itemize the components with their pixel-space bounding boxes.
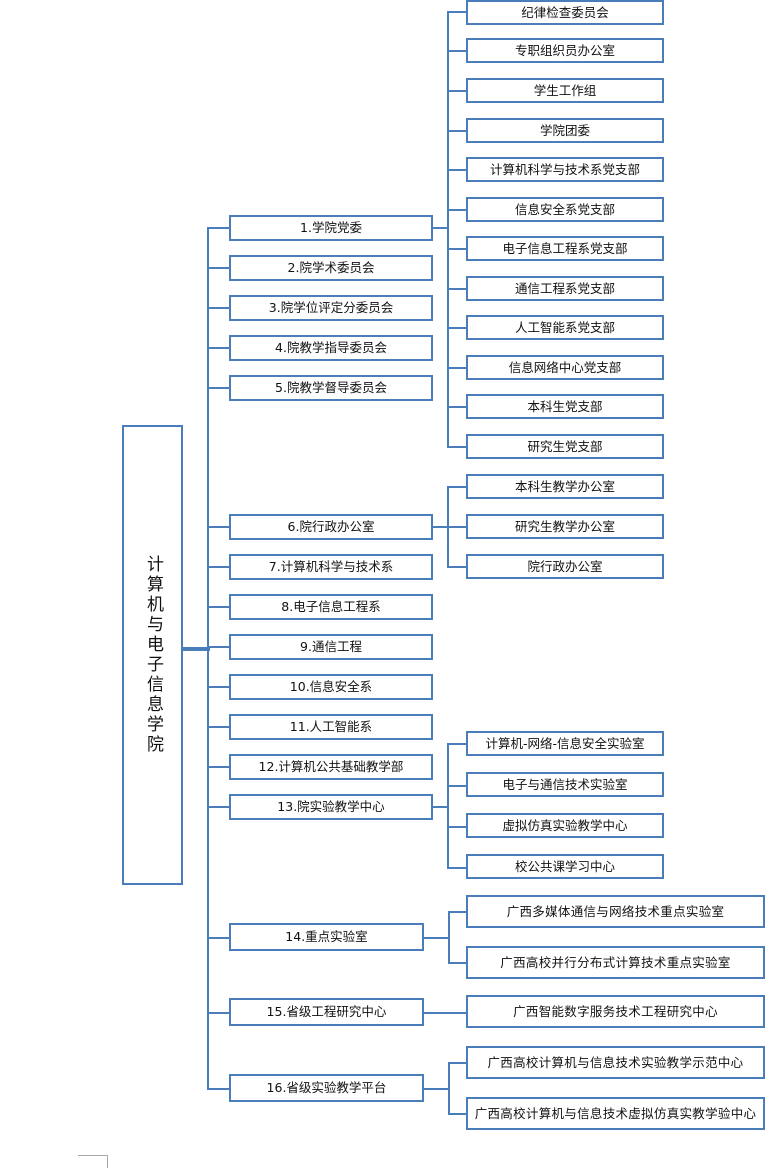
node-n13-child-1[interactable]: 计算机-网络-信息安全实验室 bbox=[466, 731, 664, 756]
connector-root-to-trunk bbox=[183, 647, 210, 651]
node-n16-child-1[interactable]: 广西高校计算机与信息技术实验教学示范中心 bbox=[466, 1046, 765, 1079]
connector-stub-n13 bbox=[207, 806, 230, 808]
connector-stub-n6c2 bbox=[447, 526, 467, 528]
node-n1-child-9[interactable]: 人工智能系党支部 bbox=[466, 315, 664, 340]
connector-stub-n6 bbox=[207, 526, 230, 528]
connector-stub-n1c3 bbox=[447, 90, 467, 92]
connector-stub-n16c2 bbox=[448, 1113, 467, 1115]
node-n6-child-3[interactable]: 院行政办公室 bbox=[466, 554, 664, 579]
connector-branch-n16 bbox=[448, 1062, 450, 1114]
connector-stub-n1c4 bbox=[447, 130, 467, 132]
node-n7[interactable]: 7.计算机科学与技术系 bbox=[229, 554, 433, 580]
connector-stub-n1c7 bbox=[447, 248, 467, 250]
node-n14-child-2[interactable]: 广西高校并行分布式计算技术重点实验室 bbox=[466, 946, 765, 979]
connector-trunk-level2 bbox=[207, 228, 209, 1090]
connector-stub-n6c1 bbox=[447, 486, 467, 488]
connector-stub-n1c6 bbox=[447, 209, 467, 211]
connector-n15-to-branch bbox=[424, 1012, 467, 1014]
connector-stub-n1c10 bbox=[447, 367, 467, 369]
connector-stub-n13c3 bbox=[447, 826, 467, 828]
connector-branch-n13 bbox=[447, 743, 449, 867]
connector-stub-n1c5 bbox=[447, 169, 467, 171]
connector-stub-n13c4 bbox=[447, 867, 467, 869]
node-n1-child-3[interactable]: 学生工作组 bbox=[466, 78, 664, 103]
root-node[interactable]: 计算机与电子信息学院 bbox=[122, 425, 183, 885]
connector-stub-n13c2 bbox=[447, 785, 467, 787]
connector-stub-n3 bbox=[207, 307, 230, 309]
connector-stub-n14c2 bbox=[448, 962, 467, 964]
connector-n6-to-branch bbox=[433, 526, 449, 528]
connector-stub-n12 bbox=[207, 766, 230, 768]
node-n15-child-1[interactable]: 广西智能数字服务技术工程研究中心 bbox=[466, 995, 765, 1028]
node-n1-child-10[interactable]: 信息网络中心党支部 bbox=[466, 355, 664, 380]
connector-stub-n16 bbox=[207, 1088, 230, 1090]
node-n1-child-7[interactable]: 电子信息工程系党支部 bbox=[466, 236, 664, 261]
page-corner-artifact bbox=[78, 1155, 108, 1168]
node-n1[interactable]: 1.学院党委 bbox=[229, 215, 433, 241]
node-n6[interactable]: 6.院行政办公室 bbox=[229, 514, 433, 540]
connector-stub-n8 bbox=[207, 606, 230, 608]
node-n13-child-3[interactable]: 虚拟仿真实验教学中心 bbox=[466, 813, 664, 838]
connector-stub-n14 bbox=[207, 937, 230, 939]
node-n2[interactable]: 2.院学术委员会 bbox=[229, 255, 433, 281]
node-n1-child-1[interactable]: 纪律检查委员会 bbox=[466, 0, 664, 25]
connector-stub-n6c3 bbox=[447, 566, 467, 568]
connector-stub-n4 bbox=[207, 347, 230, 349]
connector-n1-to-branch bbox=[433, 227, 449, 229]
node-n3[interactable]: 3.院学位评定分委员会 bbox=[229, 295, 433, 321]
connector-stub-n1c11 bbox=[447, 406, 467, 408]
connector-stub-n9 bbox=[207, 646, 230, 648]
connector-stub-n15 bbox=[207, 1012, 230, 1014]
node-n1-child-2[interactable]: 专职组织员办公室 bbox=[466, 38, 664, 63]
node-n1-child-11[interactable]: 本科生党支部 bbox=[466, 394, 664, 419]
node-n1-child-8[interactable]: 通信工程系党支部 bbox=[466, 276, 664, 301]
connector-stub-n14c1 bbox=[448, 911, 467, 913]
node-n13-child-2[interactable]: 电子与通信技术实验室 bbox=[466, 772, 664, 797]
connector-stub-n10 bbox=[207, 686, 230, 688]
node-n16[interactable]: 16.省级实验教学平台 bbox=[229, 1074, 424, 1102]
node-n5[interactable]: 5.院教学督导委员会 bbox=[229, 375, 433, 401]
node-n12[interactable]: 12.计算机公共基础教学部 bbox=[229, 754, 433, 780]
node-n1-child-12[interactable]: 研究生党支部 bbox=[466, 434, 664, 459]
connector-stub-n1c1 bbox=[447, 11, 467, 13]
connector-stub-n1c2 bbox=[447, 50, 467, 52]
node-n14[interactable]: 14.重点实验室 bbox=[229, 923, 424, 951]
connector-stub-n1c12 bbox=[447, 446, 467, 448]
connector-stub-n7 bbox=[207, 566, 230, 568]
node-n15[interactable]: 15.省级工程研究中心 bbox=[229, 998, 424, 1026]
node-n4[interactable]: 4.院教学指导委员会 bbox=[229, 335, 433, 361]
connector-stub-n16c1 bbox=[448, 1062, 467, 1064]
node-n6-child-2[interactable]: 研究生教学办公室 bbox=[466, 514, 664, 539]
connector-stub-n2 bbox=[207, 267, 230, 269]
connector-stub-n1c9 bbox=[447, 327, 467, 329]
connector-stub-n5 bbox=[207, 387, 230, 389]
node-n6-child-1[interactable]: 本科生教学办公室 bbox=[466, 474, 664, 499]
connector-stub-n1c8 bbox=[447, 288, 467, 290]
node-n14-child-1[interactable]: 广西多媒体通信与网络技术重点实验室 bbox=[466, 895, 765, 928]
node-n9[interactable]: 9.通信工程 bbox=[229, 634, 433, 660]
connector-n13-to-branch bbox=[433, 806, 449, 808]
connector-stub-n13c1 bbox=[447, 743, 467, 745]
connector-branch-n14 bbox=[448, 911, 450, 963]
node-n13[interactable]: 13.院实验教学中心 bbox=[229, 794, 433, 820]
node-n1-child-4[interactable]: 学院团委 bbox=[466, 118, 664, 143]
connector-n16-to-branch bbox=[424, 1088, 450, 1090]
node-n1-child-6[interactable]: 信息安全系党支部 bbox=[466, 197, 664, 222]
connector-branch-n1 bbox=[447, 11, 449, 447]
node-n11[interactable]: 11.人工智能系 bbox=[229, 714, 433, 740]
node-n1-child-5[interactable]: 计算机科学与技术系党支部 bbox=[466, 157, 664, 182]
node-n8[interactable]: 8.电子信息工程系 bbox=[229, 594, 433, 620]
connector-stub-n1 bbox=[207, 227, 230, 229]
connector-n14-to-branch bbox=[424, 937, 450, 939]
node-n13-child-4[interactable]: 校公共课学习中心 bbox=[466, 854, 664, 879]
connector-stub-n11 bbox=[207, 726, 230, 728]
node-n10[interactable]: 10.信息安全系 bbox=[229, 674, 433, 700]
node-n16-child-2[interactable]: 广西高校计算机与信息技术虚拟仿真实教学验中心 bbox=[466, 1097, 765, 1130]
